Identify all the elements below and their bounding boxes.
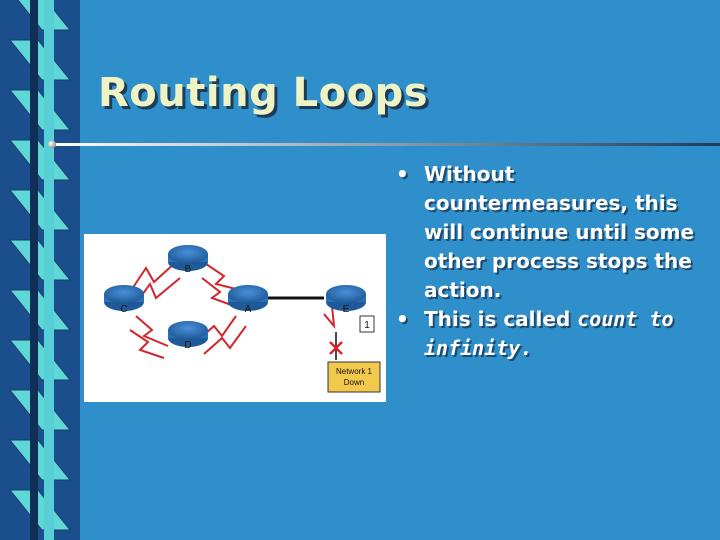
bullet-text: Without countermeasures, this will conti… <box>424 162 695 302</box>
router-label: B <box>185 264 192 275</box>
slide-title: Routing Loops <box>98 70 429 116</box>
router-e: E <box>326 285 366 315</box>
bullet-list: • Without countermeasures, this will con… <box>396 160 716 363</box>
router-a: A <box>228 285 268 315</box>
bullet-item: • Without countermeasures, this will con… <box>396 160 716 305</box>
router-label: D <box>184 340 191 351</box>
router-label: E <box>343 304 350 315</box>
router-label: A <box>245 304 252 315</box>
router-d: D <box>168 321 208 351</box>
bullet-emphasis: count to infinity. <box>424 307 674 360</box>
bullet-dot: • <box>396 162 409 186</box>
bullet-text: This is called <box>424 307 578 331</box>
svg-text:Down: Down <box>344 378 364 387</box>
bullet-dot: • <box>396 307 409 331</box>
decorative-strip <box>0 0 80 540</box>
title-underline <box>48 140 720 149</box>
step-badge: 1 <box>359 315 375 333</box>
svg-text:1: 1 <box>364 320 370 331</box>
router-b: B <box>168 245 208 275</box>
svg-text:Network 1: Network 1 <box>336 367 373 376</box>
link-down-x-icon <box>329 341 343 355</box>
network-down-label: Network 1 Down <box>327 361 381 393</box>
router-c: C <box>104 285 144 315</box>
router-label: C <box>120 304 127 315</box>
routing-loop-diagram: B C A E <box>84 234 386 402</box>
bullet-item: • This is called count to infinity. <box>396 305 716 363</box>
